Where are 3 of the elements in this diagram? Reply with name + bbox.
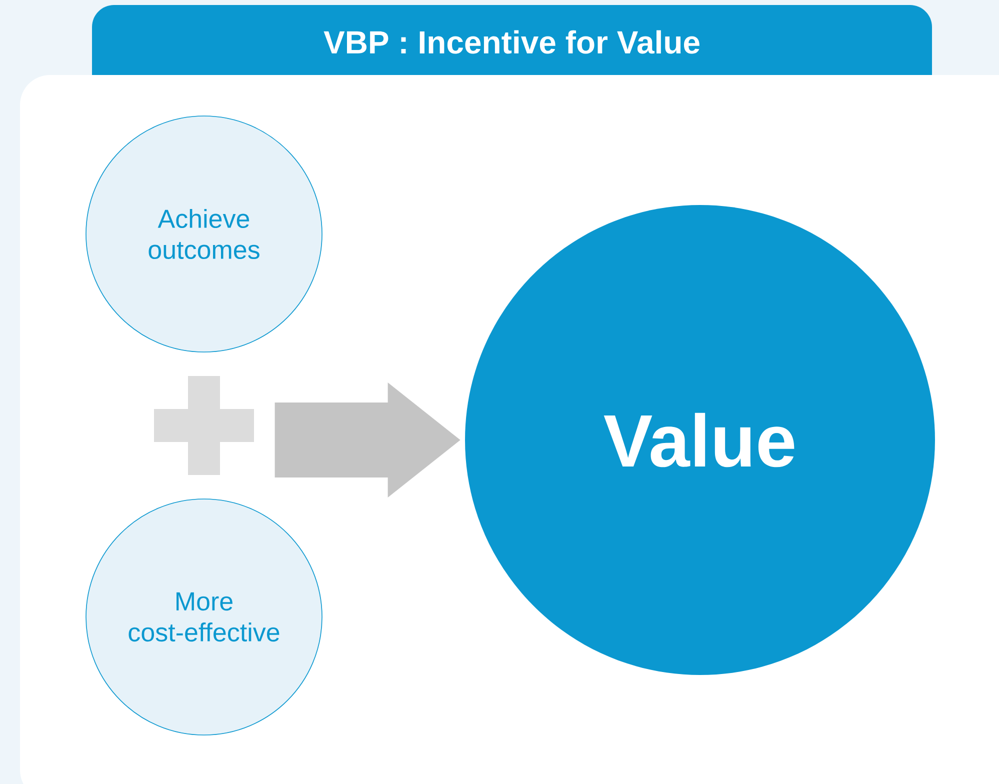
circle-node: Achieve outcomes [86,116,322,352]
circle-node: Value [465,205,935,675]
circle-node: More cost-effective [86,498,322,736]
